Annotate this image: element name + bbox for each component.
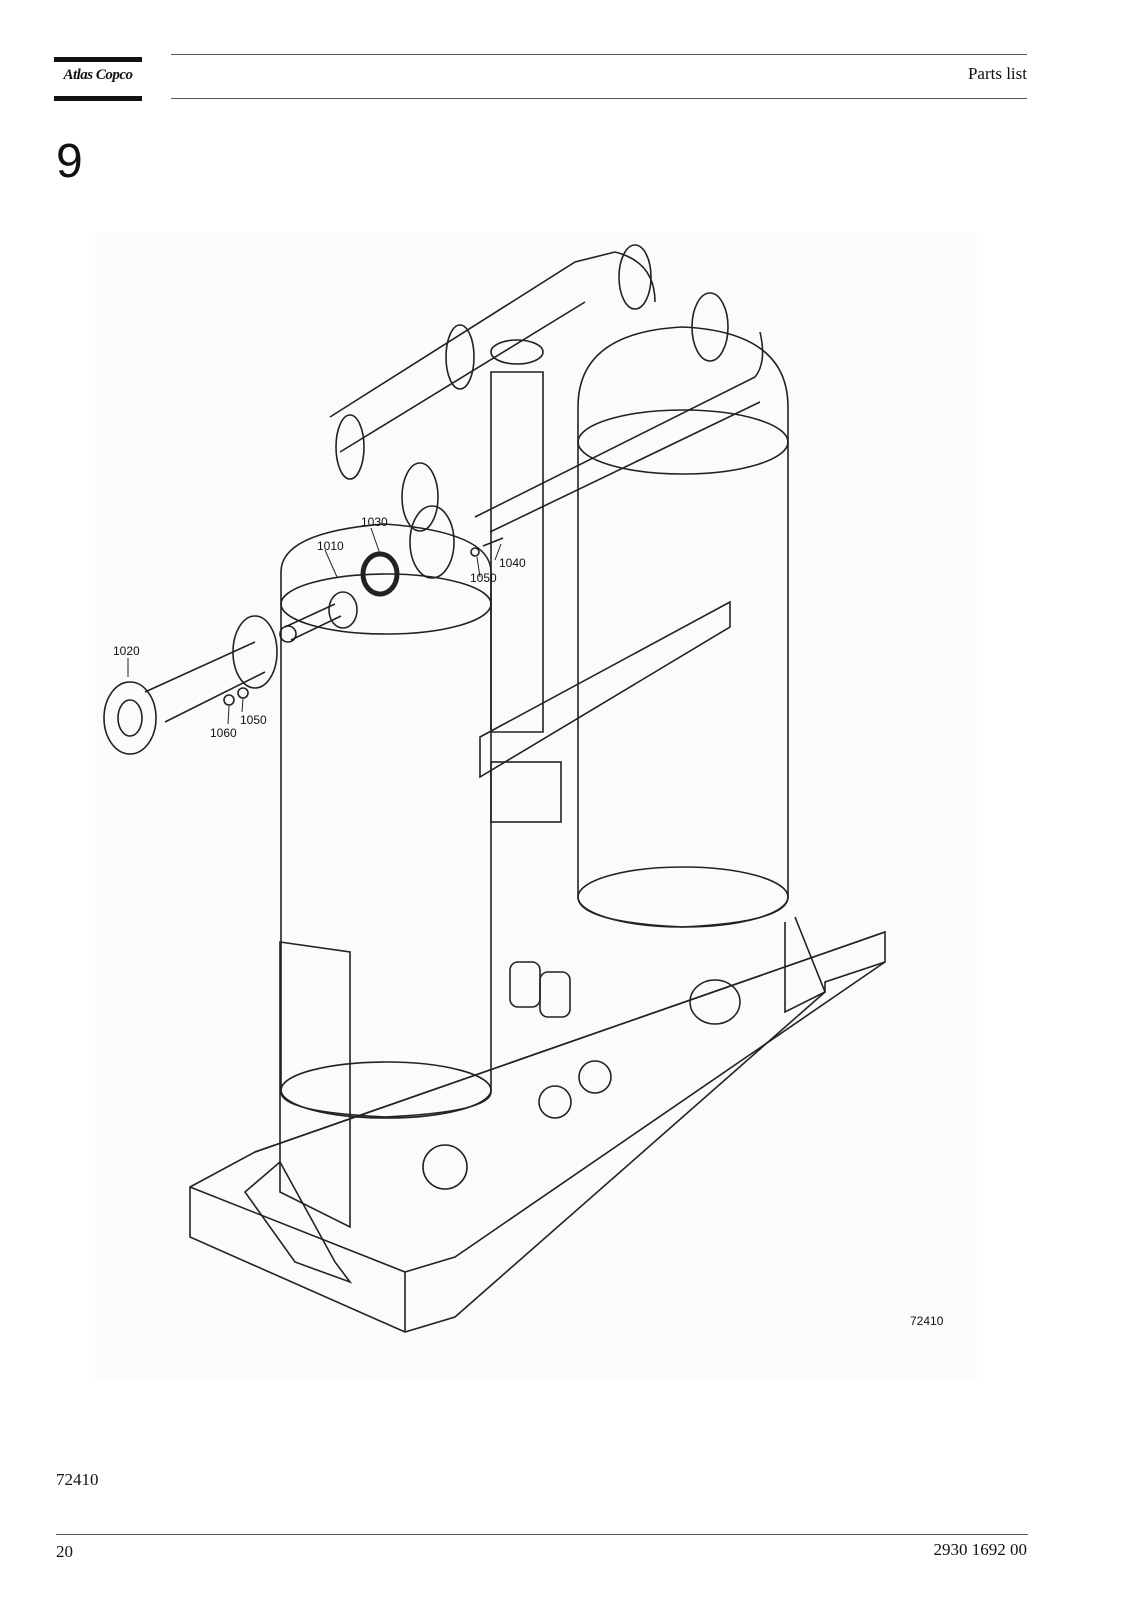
valve-body-2 [539,971,571,1018]
base-frame-inner [189,931,886,1332]
outlet-stub-end [279,625,297,643]
pipe-spool [144,641,266,723]
washer-1050a [237,687,249,699]
cross-support [479,600,731,779]
nut-1060 [223,694,235,706]
right-vessel-bottom-rim [577,866,789,928]
left-vessel [280,523,492,1118]
valve-body-1 [509,961,541,1008]
callout-1050-bottom: 1050 [240,713,267,727]
exploded-view-drawing: 1010 1030 1040 1050 1020 1050 1060 72410 [95,232,977,1380]
top-pipe-front [474,376,761,533]
flange-1 [335,414,365,480]
outlet-stub [284,603,342,641]
washer-1050b [470,547,480,557]
left-vessel-top-rim [280,573,492,635]
logo-wordmark: Atlas Copco [63,67,133,83]
callout-1020: 1020 [113,644,140,658]
pipe-spool-flange-right [232,615,278,689]
leader-lines [127,527,502,725]
chapter-number: 9 [56,135,83,188]
outlet-stub-flange [328,591,358,629]
actuator [689,979,741,1025]
filter-column-top [490,339,544,365]
flange-6 [409,505,455,579]
bolt-1040 [482,537,504,547]
flange-3 [445,324,475,390]
footer-rule [56,1534,1028,1535]
flange-5 [691,292,729,362]
atlas-copco-logo: Atlas Copco [54,57,142,101]
document-number: 2930 1692 00 [933,1540,1028,1559]
drain-valve [422,1144,468,1190]
filter-bowl [490,761,562,823]
dryer-illustration: 1010 1030 1040 1050 1020 1050 1060 72410 [103,244,944,1333]
flange-2 [401,462,439,532]
right-leg [784,916,827,1014]
left-leg [279,941,351,1229]
logo-bar-top [54,57,142,62]
left-leg-gusset [243,1160,353,1284]
right-vessel-top-rim [577,409,789,475]
base-frame [189,930,886,1333]
pipe-spool-flange-left-bore [117,699,143,737]
page-number: 20 [56,1542,73,1561]
section-title: Parts list [967,64,1027,83]
header-rule-bottom [171,98,1027,99]
callout-1010: 1010 [317,539,344,553]
logo-bar-bottom [54,96,142,101]
pipe-spool-flange-left [103,681,157,755]
flange-4 [618,244,652,310]
silencer-2 [578,1060,612,1094]
header-rule-top [171,54,1027,55]
top-pipe-back [329,251,616,453]
callout-1040: 1040 [499,556,526,570]
left-vessel-bottom-rim [280,1061,492,1119]
callout-1060: 1060 [210,726,237,740]
silencer-1 [538,1085,572,1119]
figure-caption: 72410 [56,1470,99,1489]
callout-1050-top: 1050 [470,571,497,585]
top-pipe-right [614,251,764,378]
drawing-number: 72410 [910,1314,944,1328]
filter-column [490,371,544,733]
callout-1030: 1030 [361,515,388,529]
